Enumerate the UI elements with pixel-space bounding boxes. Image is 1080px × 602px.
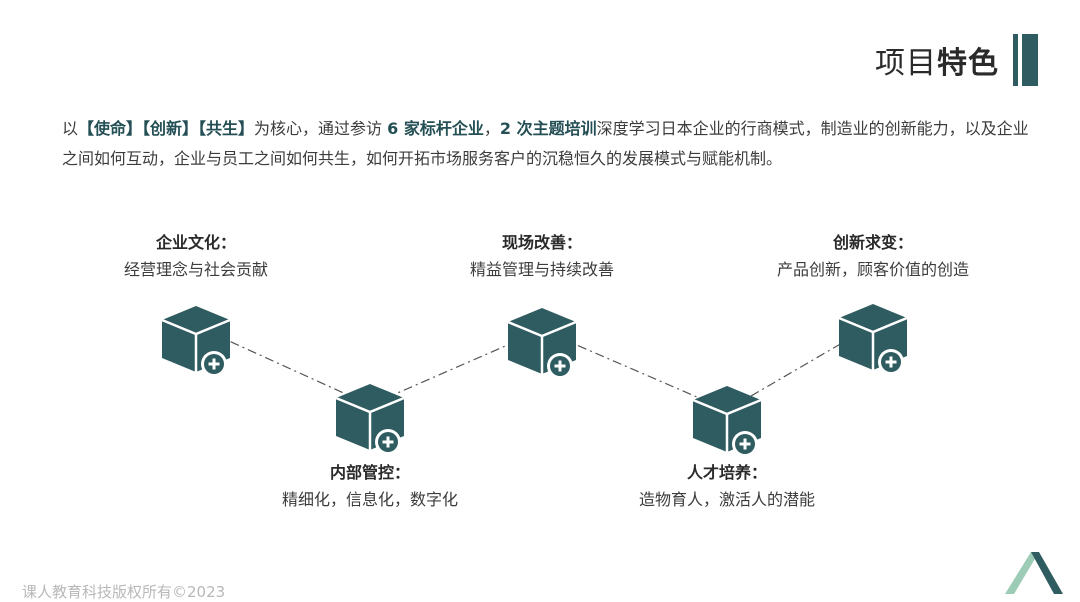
intro-paragraph: 以【使命】【创新】【共生】为核心，通过参访 6 家标杆企业，2 次主题培训深度学… <box>62 114 1032 174</box>
feature-talent-development: 人才培养： 造物育人，激活人的潜能 <box>607 460 847 514</box>
feature-title: 创新求变： <box>832 233 913 252</box>
intro-emphasis-1: 【使命】【创新】【共生】 <box>78 119 255 138</box>
intro-text-2: 为核心，通过参访 <box>254 119 388 138</box>
feature-site-improvement: 现场改善： 精益管理与持续改善 <box>422 230 662 284</box>
box-plus-icon <box>506 306 578 381</box>
logo-mark <box>1005 552 1063 594</box>
box-plus-icon <box>691 384 763 459</box>
title-bold: 特色 <box>937 46 999 81</box>
feature-internal-control: 内部管控： 精细化，信息化，数字化 <box>250 460 490 514</box>
feature-title: 内部管控： <box>329 463 410 482</box>
connector-line <box>195 324 874 411</box>
box-plus-icon <box>334 382 406 457</box>
box-plus-icon <box>160 304 232 379</box>
intro-text-1: 以 <box>62 119 79 138</box>
page-title: 项目特色 <box>875 34 1038 86</box>
feature-culture: 企业文化： 经营理念与社会贡献 <box>76 230 316 284</box>
footer-copyright: 课人教育科技版权所有©2023 <box>22 583 226 601</box>
intro-emphasis-2: 6 家标杆企业 <box>387 119 484 138</box>
intro-text-4: 深度学习日本企业的行商模式，制造业的创新能力，以及企业之间如何互动，企业与员工之… <box>62 119 1029 168</box>
feature-title: 现场改善： <box>501 233 582 252</box>
feature-desc: 精细化，信息化，数字化 <box>281 490 458 509</box>
feature-desc: 造物育人，激活人的潜能 <box>638 490 815 509</box>
feature-innovation: 创新求变： 产品创新，顾客价值的创造 <box>753 230 993 284</box>
feature-desc: 精益管理与持续改善 <box>469 260 614 279</box>
title-accent-bar-thick <box>1022 34 1038 86</box>
title-light: 项目 <box>875 46 937 81</box>
page-title-text: 项目特色 <box>875 38 999 82</box>
feature-desc: 产品创新，顾客价值的创造 <box>776 260 969 279</box>
intro-text-3: ， <box>483 119 500 138</box>
title-accent-bar-thin <box>1013 34 1018 86</box>
box-plus-icon <box>837 302 909 377</box>
feature-title: 人才培养： <box>686 463 767 482</box>
feature-desc: 经营理念与社会贡献 <box>123 260 268 279</box>
feature-title: 企业文化： <box>155 233 236 252</box>
intro-emphasis-3: 2 次主题培训 <box>499 119 597 138</box>
